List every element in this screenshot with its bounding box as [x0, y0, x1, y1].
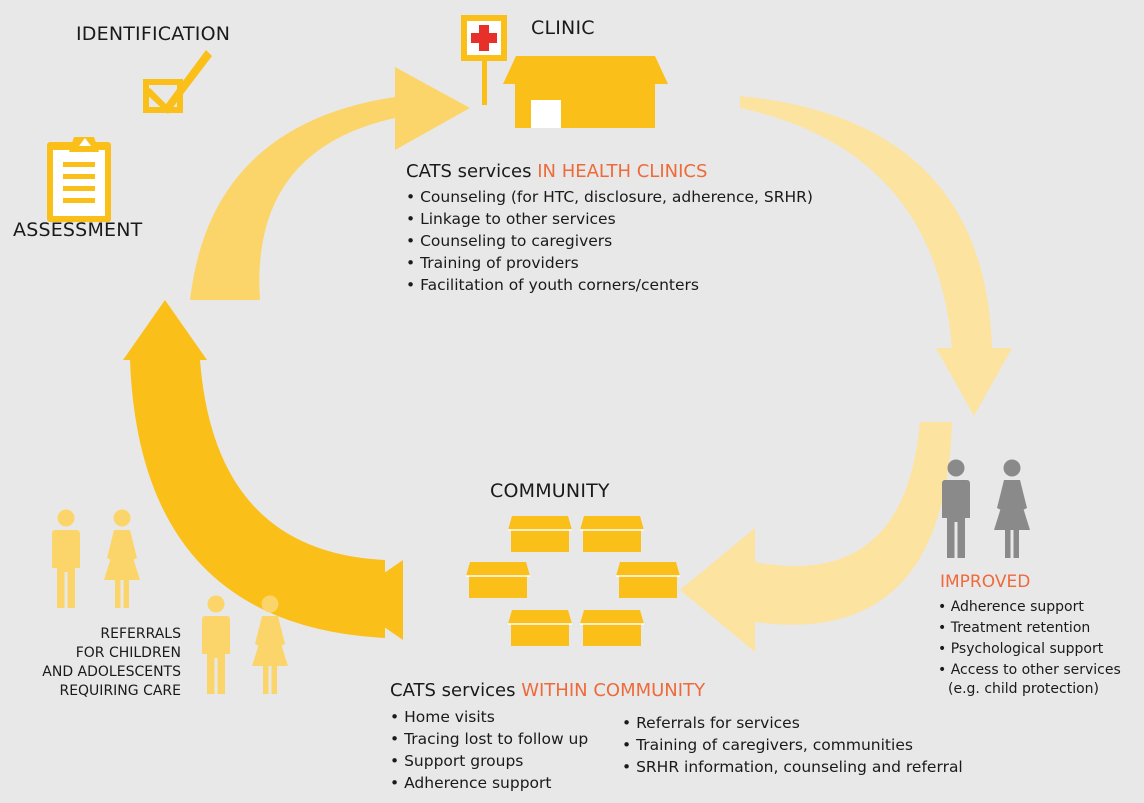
checkbox-check-icon [143, 50, 212, 114]
list-item: Counseling to caregivers [406, 230, 813, 252]
arrow-assessment-to-clinic [190, 67, 470, 300]
improved-list: Adherence support Treatment retention Ps… [938, 597, 1121, 681]
assessment-label: ASSESSMENT [13, 219, 143, 241]
list-item: Counseling (for HTC, disclosure, adheren… [406, 186, 813, 208]
community-services-heading: CATS services WITHIN COMMUNITY [390, 680, 706, 701]
community-services-list-right: Referrals for services Training of careg… [622, 712, 963, 778]
clinic-label: CLINIC [531, 17, 595, 39]
clinic-icon [461, 15, 668, 128]
arrow-clinic-to-improved [740, 96, 1012, 416]
list-item: SRHR information, counseling and referra… [622, 756, 963, 778]
list-item: Training of caregivers, communities [622, 734, 963, 756]
list-item: Adherence support [938, 597, 1121, 618]
community-houses-icon [465, 515, 681, 647]
identification-label: IDENTIFICATION [76, 23, 231, 45]
improved-label: IMPROVED [940, 572, 1031, 592]
clinic-services-heading: CATS services IN HEALTH CLINICS [406, 161, 708, 182]
community-services-list-left: Home visits Tracing lost to follow up Su… [390, 706, 588, 794]
referrals-label: REFERRALS FOR CHILDREN AND ADOLESCENTS R… [42, 626, 181, 699]
list-item: Adherence support [390, 772, 588, 794]
community-label: COMMUNITY [490, 480, 610, 502]
list-item: Access to other services [938, 660, 1121, 681]
list-item: Home visits [390, 706, 588, 728]
list-item: Support groups [390, 750, 588, 772]
list-item: Referrals for services [622, 712, 963, 734]
improved-people-icon [942, 459, 1030, 558]
list-item: Tracing lost to follow up [390, 728, 588, 750]
referral-people-top-icon [52, 509, 140, 608]
list-item: Linkage to other services [406, 208, 813, 230]
list-item: Facilitation of youth corners/centers [406, 274, 813, 296]
clinic-services-list: Counseling (for HTC, disclosure, adheren… [406, 186, 813, 296]
arrowhead-community-left [345, 560, 403, 640]
list-item: Psychological support [938, 639, 1121, 660]
list-item: Treatment retention [938, 618, 1121, 639]
list-item: Training of providers [406, 252, 813, 274]
arrow-community-to-assessment [123, 300, 385, 638]
clipboard-icon [47, 137, 111, 222]
improved-note: (e.g. child protection) [948, 681, 1099, 697]
arrow-improved-to-community [680, 422, 952, 652]
referral-people-bottom-icon [202, 595, 288, 694]
